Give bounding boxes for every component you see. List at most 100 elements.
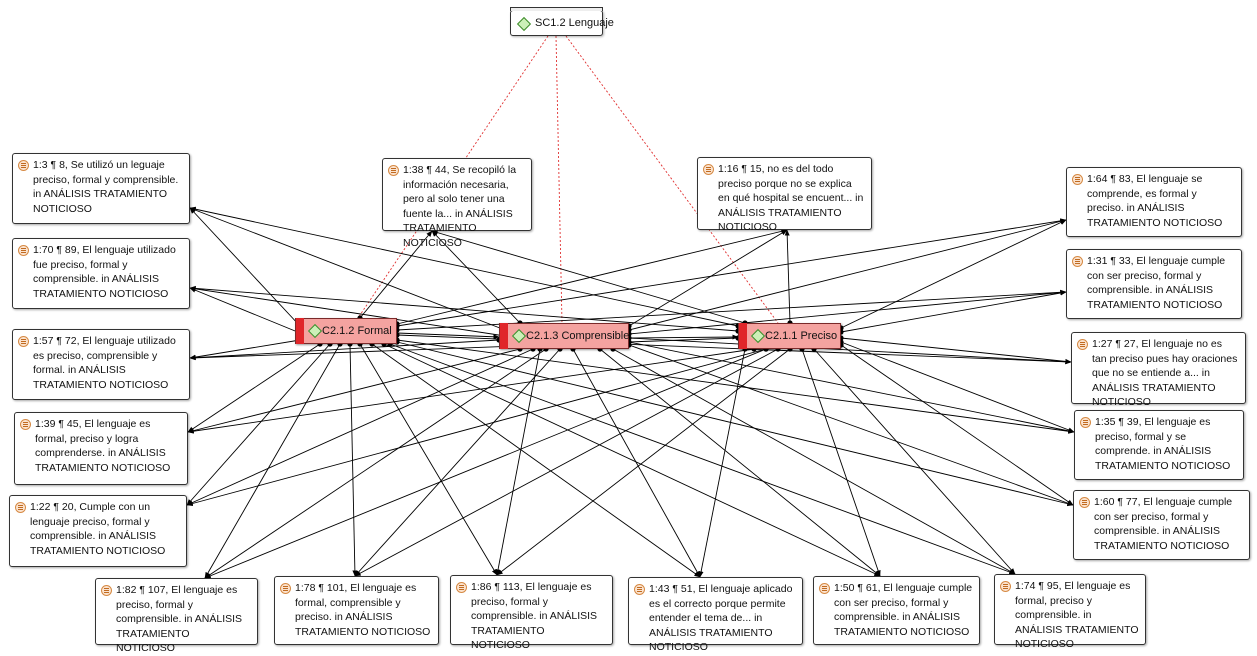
link-line — [396, 341, 1074, 507]
link-line — [496, 348, 791, 576]
link-line — [572, 348, 701, 578]
quotation-icon — [634, 584, 645, 595]
quotation-node[interactable]: 1:38 ¶ 44, Se recopiló la información ne… — [382, 158, 532, 249]
link-line — [187, 348, 521, 434]
quotation-node[interactable]: 1:64 ¶ 83, El lenguaje se comprende, es … — [1066, 167, 1242, 237]
quotation-icon — [18, 245, 29, 256]
quotation-node[interactable]: 1:16 ¶ 15, no es del todo preciso porque… — [697, 157, 872, 233]
link-line — [189, 207, 506, 331]
link-line — [840, 337, 1072, 364]
quotation-icon — [18, 336, 29, 347]
link-line — [698, 348, 746, 578]
quotation-node[interactable]: 1:78 ¶ 101, El lenguaje es formal, compr… — [274, 576, 439, 645]
link-line — [784, 229, 791, 324]
link-line — [371, 343, 701, 578]
code-color-bar — [739, 323, 747, 349]
link-line — [628, 337, 1072, 365]
link-line — [612, 348, 1016, 575]
quotation-text: 1:74 ¶ 95, El lenguaje es formal, precis… — [1015, 580, 1139, 650]
quotation-text: 1:86 ¶ 113, El lenguaje es preciso, form… — [471, 581, 598, 651]
link-line — [189, 206, 739, 327]
link-line — [628, 334, 739, 340]
code-label: C2.1.1 Preciso — [765, 330, 838, 342]
quotation-text: 1:78 ¶ 101, El lenguaje es formal, compr… — [295, 582, 431, 638]
link-line — [204, 343, 341, 579]
link-line — [189, 339, 500, 361]
link-line — [186, 343, 331, 506]
quotation-icon — [1079, 497, 1090, 508]
quotation-icon — [1072, 174, 1083, 185]
quotation-node[interactable]: 1:74 ¶ 95, El lenguaje es formal, precis… — [994, 574, 1146, 650]
link-line — [187, 343, 321, 433]
code-icon — [511, 328, 527, 344]
link-line — [389, 343, 1016, 575]
code-icon — [750, 328, 766, 344]
quotation-icon — [1072, 256, 1083, 267]
quotation-icon — [703, 164, 714, 175]
quotation-node[interactable]: 1:22 ¶ 20, Cumple con un lenguaje precis… — [9, 495, 187, 567]
quotation-node[interactable]: 1:60 ¶ 77, El lenguaje cumple con ser pr… — [1073, 490, 1250, 560]
quotation-node[interactable]: 1:50 ¶ 61, El lenguaje cumple con ser pr… — [813, 576, 980, 645]
quotation-text: 1:31 ¶ 33, El lenguaje cumple con ser pr… — [1087, 255, 1226, 311]
link-line — [396, 218, 1067, 327]
link-line — [204, 348, 767, 579]
quotation-node[interactable]: 1:27 ¶ 27, El lenguaje no es tan preciso… — [1071, 332, 1246, 408]
code-node-preciso[interactable]: C2.1.1 Preciso — [738, 323, 841, 349]
quotation-text: 1:35 ¶ 39, El lenguaje es preciso, forma… — [1095, 416, 1231, 472]
quotation-node[interactable]: 1:70 ¶ 89, El lenguaje utilizado fue pre… — [12, 238, 190, 309]
link-line — [186, 348, 534, 506]
group-link — [565, 35, 779, 324]
quotation-icon — [1077, 339, 1088, 350]
quotation-icon — [18, 160, 29, 171]
quotation-node[interactable]: 1:82 ¶ 107, El lenguaje es preciso, form… — [95, 578, 258, 654]
quotation-icon — [101, 585, 112, 596]
quotation-text: 1:43 ¶ 51, El lenguaje aplicado es el co… — [649, 583, 793, 653]
link-line — [628, 344, 1074, 506]
quotation-text: 1:3 ¶ 8, Se utilizó un leguaje preciso, … — [33, 159, 179, 215]
quotation-node[interactable]: 1:39 ¶ 45, El lenguaje es formal, precis… — [14, 412, 188, 485]
group-node-lenguaje[interactable]: SC1.2 Lenguaje — [510, 7, 614, 36]
quotation-icon — [15, 502, 26, 513]
link-line — [396, 339, 1075, 434]
code-node-formal[interactable]: C2.1.2 Formal — [295, 318, 397, 344]
group-label: SC1.2 Lenguaje — [535, 17, 614, 29]
code-node-comprensible[interactable]: C2.1.3 Comprensible — [499, 323, 629, 349]
quotation-node[interactable]: 1:57 ¶ 72, El lenguaje utilizado es prec… — [12, 329, 190, 400]
link-line — [189, 287, 301, 334]
group-link — [357, 35, 549, 319]
quotation-node[interactable]: 1:31 ¶ 33, El lenguaje cumple con ser pr… — [1066, 249, 1242, 319]
quotation-icon — [20, 419, 31, 430]
quotation-icon — [819, 583, 830, 594]
link-line — [599, 348, 881, 577]
link-line — [431, 230, 521, 324]
quotation-icon — [456, 582, 467, 593]
quotation-node[interactable]: 1:3 ¶ 8, Se utilizó un leguaje preciso, … — [12, 153, 190, 224]
quotation-text: 1:82 ¶ 107, El lenguaje es preciso, form… — [116, 584, 243, 654]
link-line — [204, 348, 547, 579]
link-line — [354, 348, 561, 577]
group-link — [555, 35, 563, 324]
link-line — [628, 218, 1067, 331]
quotation-text: 1:16 ¶ 15, no es del todo preciso porque… — [718, 163, 864, 233]
link-line — [189, 207, 301, 327]
quotation-node[interactable]: 1:86 ¶ 113, El lenguaje es preciso, form… — [450, 575, 613, 651]
group-tab — [510, 7, 603, 11]
code-label: C2.1.3 Comprensible — [526, 330, 630, 342]
quotation-node[interactable]: 1:35 ¶ 39, El lenguaje es preciso, forma… — [1074, 410, 1244, 480]
link-line — [840, 344, 1074, 506]
quotation-node[interactable]: 1:43 ¶ 51, El lenguaje aplicado es el co… — [628, 577, 803, 653]
code-label: C2.1.2 Formal — [322, 325, 392, 337]
link-line — [628, 341, 1075, 434]
link-line — [189, 339, 301, 360]
link-line — [187, 348, 755, 434]
link-line — [186, 348, 767, 506]
link-line — [813, 348, 1016, 575]
link-line — [189, 285, 739, 332]
quotation-text: 1:60 ¶ 77, El lenguaje cumple con ser pr… — [1094, 496, 1233, 552]
link-line — [189, 286, 506, 337]
link-line — [383, 343, 881, 577]
quotation-text: 1:50 ¶ 61, El lenguaje cumple con ser pr… — [834, 582, 973, 638]
quotation-icon — [1000, 581, 1011, 592]
link-line — [359, 230, 433, 319]
quotation-icon — [1080, 417, 1091, 428]
